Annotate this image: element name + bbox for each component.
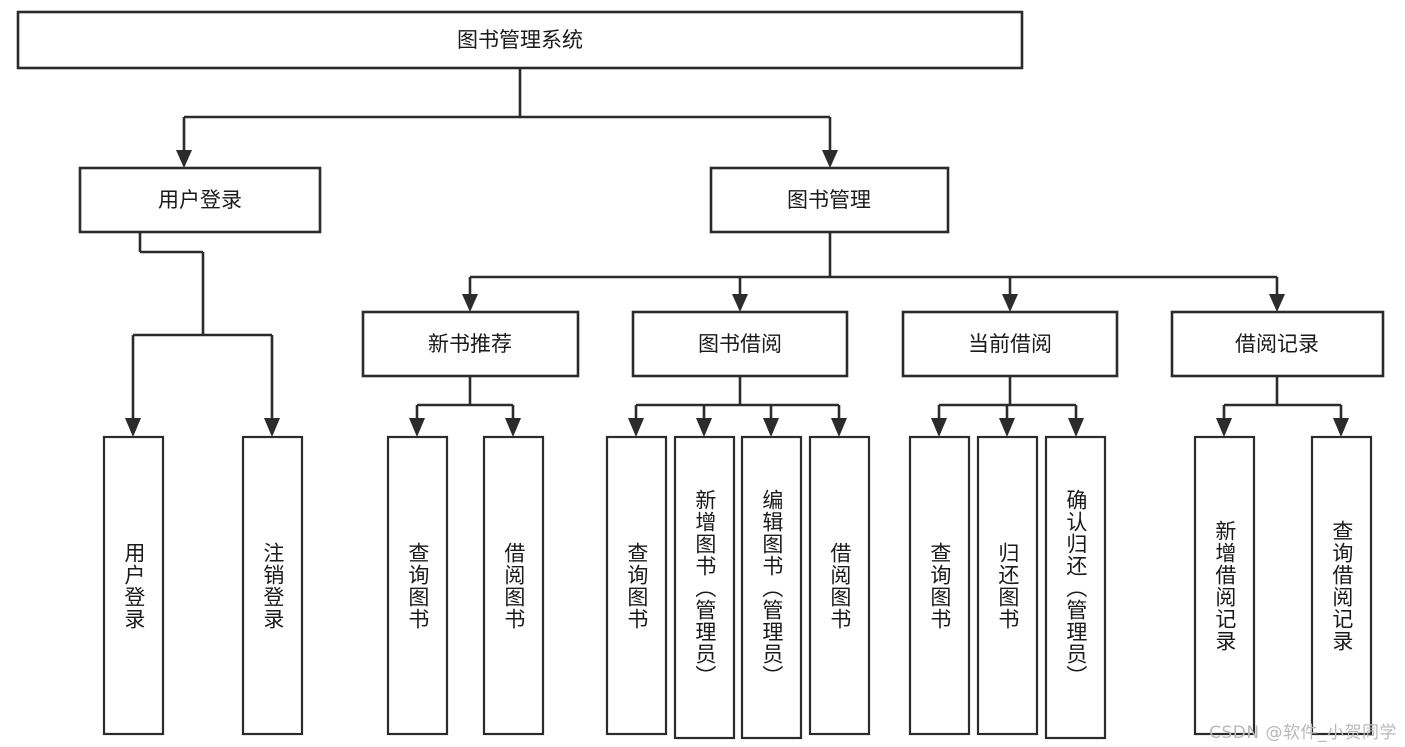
arrowhead-leaf-logout <box>264 418 280 437</box>
leaf-borrowrecord-query-box[interactable] <box>1310 435 1373 736</box>
arrowhead-leaf-nb-2 <box>505 418 521 437</box>
leaf-bookborrow-query-box[interactable] <box>605 435 668 736</box>
node-book-borrow-box[interactable] <box>631 310 849 378</box>
leaf-bookborrow-edit-label: 编辑图书（管理员） <box>759 488 784 687</box>
leaf-currentborrow-confirm[interactable]: 确认归还（管理员） <box>1044 435 1107 740</box>
leaf-currentborrow-return-box[interactable] <box>976 435 1039 736</box>
connectors-userlogin <box>125 232 280 437</box>
node-book-management-box[interactable] <box>709 166 950 234</box>
arrowhead-leaf-cb-2 <box>999 418 1015 437</box>
leaf-newbook-borrow[interactable]: 借阅图书 <box>482 435 545 736</box>
node-borrow-record[interactable]: 借阅记录 <box>1170 310 1385 378</box>
node-new-book-recommend-label: 新书推荐 <box>428 332 512 356</box>
leaf-borrowrecord-add-box[interactable] <box>1193 435 1256 736</box>
node-root[interactable]: 图书管理系统 <box>16 10 1024 70</box>
leaf-bookborrow-borrow-label: 借阅图书 <box>827 541 852 630</box>
leaf-borrowrecord-add-label: 新增借阅记录 <box>1212 519 1237 652</box>
leaf-bookborrow-add-box[interactable] <box>673 435 736 740</box>
leaf-user-login-login-box[interactable] <box>102 435 165 736</box>
connectors-currentborrow <box>931 376 1084 437</box>
node-borrow-record-box[interactable] <box>1170 310 1385 378</box>
leaf-bookborrow-edit[interactable]: 编辑图书（管理员） <box>740 435 803 740</box>
arrowhead-bookmgmt <box>822 150 838 168</box>
leaf-newbook-borrow-box[interactable] <box>482 435 545 736</box>
node-book-borrow[interactable]: 图书借阅 <box>631 310 849 378</box>
leaf-user-login-logout-box[interactable] <box>241 435 304 736</box>
arrowhead-leaf-bb-1 <box>628 418 644 437</box>
connectors-borrowrecord <box>1216 376 1349 437</box>
node-new-book-recommend-box[interactable] <box>361 310 580 378</box>
node-current-borrow[interactable]: 当前借阅 <box>901 310 1119 378</box>
connectors-newbook <box>409 376 521 437</box>
leaf-currentborrow-query-box[interactable] <box>908 435 971 736</box>
arrowhead-leaf-user-login <box>125 418 141 437</box>
node-book-borrow-label: 图书借阅 <box>698 332 782 356</box>
node-user-login-label: 用户登录 <box>158 188 242 212</box>
leaf-user-login-login-label: 用户登录 <box>121 541 146 630</box>
leaf-bookborrow-edit-box[interactable] <box>740 435 803 740</box>
arrowhead-borrowrecord <box>1269 294 1285 312</box>
arrowhead-leaf-cb-3 <box>1068 418 1084 437</box>
leaf-currentborrow-query-label: 查询图书 <box>927 541 952 630</box>
arrowhead-leaf-br-1 <box>1216 418 1232 437</box>
arrowhead-bookborrow <box>732 294 748 312</box>
leaf-bookborrow-add[interactable]: 新增图书（管理员） <box>673 435 736 740</box>
node-current-borrow-box[interactable] <box>901 310 1119 378</box>
leaf-bookborrow-add-label: 新增图书（管理员） <box>692 488 717 687</box>
leaf-user-login-login[interactable]: 用户登录 <box>102 435 165 736</box>
leaf-currentborrow-return-label: 归还图书 <box>995 541 1020 630</box>
arrowhead-leaf-bb-2 <box>696 418 712 437</box>
leaf-borrowrecord-query[interactable]: 查询借阅记录 <box>1310 435 1373 736</box>
leaf-user-login-logout-label: 注销登录 <box>260 541 285 630</box>
leaf-currentborrow-query[interactable]: 查询图书 <box>908 435 971 736</box>
leaf-newbook-query-box[interactable] <box>386 435 449 736</box>
node-current-borrow-label: 当前借阅 <box>968 332 1052 356</box>
arrowhead-newbook <box>462 294 478 312</box>
leaf-newbook-query[interactable]: 查询图书 <box>386 435 449 736</box>
leaf-user-login-logout[interactable]: 注销登录 <box>241 435 304 736</box>
connectors-bookborrow <box>628 376 847 437</box>
node-book-management-label: 图书管理 <box>787 188 871 212</box>
leaf-newbook-query-label: 查询图书 <box>405 541 430 630</box>
leaf-currentborrow-return[interactable]: 归还图书 <box>976 435 1039 736</box>
leaf-borrowrecord-query-label: 查询借阅记录 <box>1329 519 1354 652</box>
node-book-management[interactable]: 图书管理 <box>709 166 950 234</box>
node-new-book-recommend[interactable]: 新书推荐 <box>361 310 580 378</box>
leaf-borrowrecord-add[interactable]: 新增借阅记录 <box>1193 435 1256 736</box>
leaf-bookborrow-query-label: 查询图书 <box>624 541 649 630</box>
node-root-label: 图书管理系统 <box>457 28 583 52</box>
leaf-bookborrow-query[interactable]: 查询图书 <box>605 435 668 736</box>
arrowhead-leaf-br-2 <box>1333 418 1349 437</box>
arrowhead-currentborrow <box>1002 294 1018 312</box>
connectors-root <box>176 68 838 168</box>
arrowhead-leaf-bb-4 <box>831 418 847 437</box>
arrowhead-leaf-bb-3 <box>763 418 779 437</box>
node-root-box[interactable] <box>16 10 1024 70</box>
leaf-newbook-borrow-label: 借阅图书 <box>501 541 526 630</box>
arrowhead-leaf-cb-1 <box>931 418 947 437</box>
leaf-bookborrow-borrow-box[interactable] <box>808 435 871 736</box>
node-user-login[interactable]: 用户登录 <box>78 166 322 234</box>
node-user-login-box[interactable] <box>78 166 322 234</box>
leaf-bookborrow-borrow[interactable]: 借阅图书 <box>808 435 871 736</box>
leaf-currentborrow-confirm-label: 确认归还（管理员） <box>1063 488 1088 687</box>
node-borrow-record-label: 借阅记录 <box>1235 332 1319 356</box>
arrowhead-leaf-nb-1 <box>409 418 425 437</box>
arrowhead-userlogin <box>176 150 192 168</box>
leaf-currentborrow-confirm-box[interactable] <box>1044 435 1107 740</box>
connectors-bookmgmt <box>462 232 1285 312</box>
